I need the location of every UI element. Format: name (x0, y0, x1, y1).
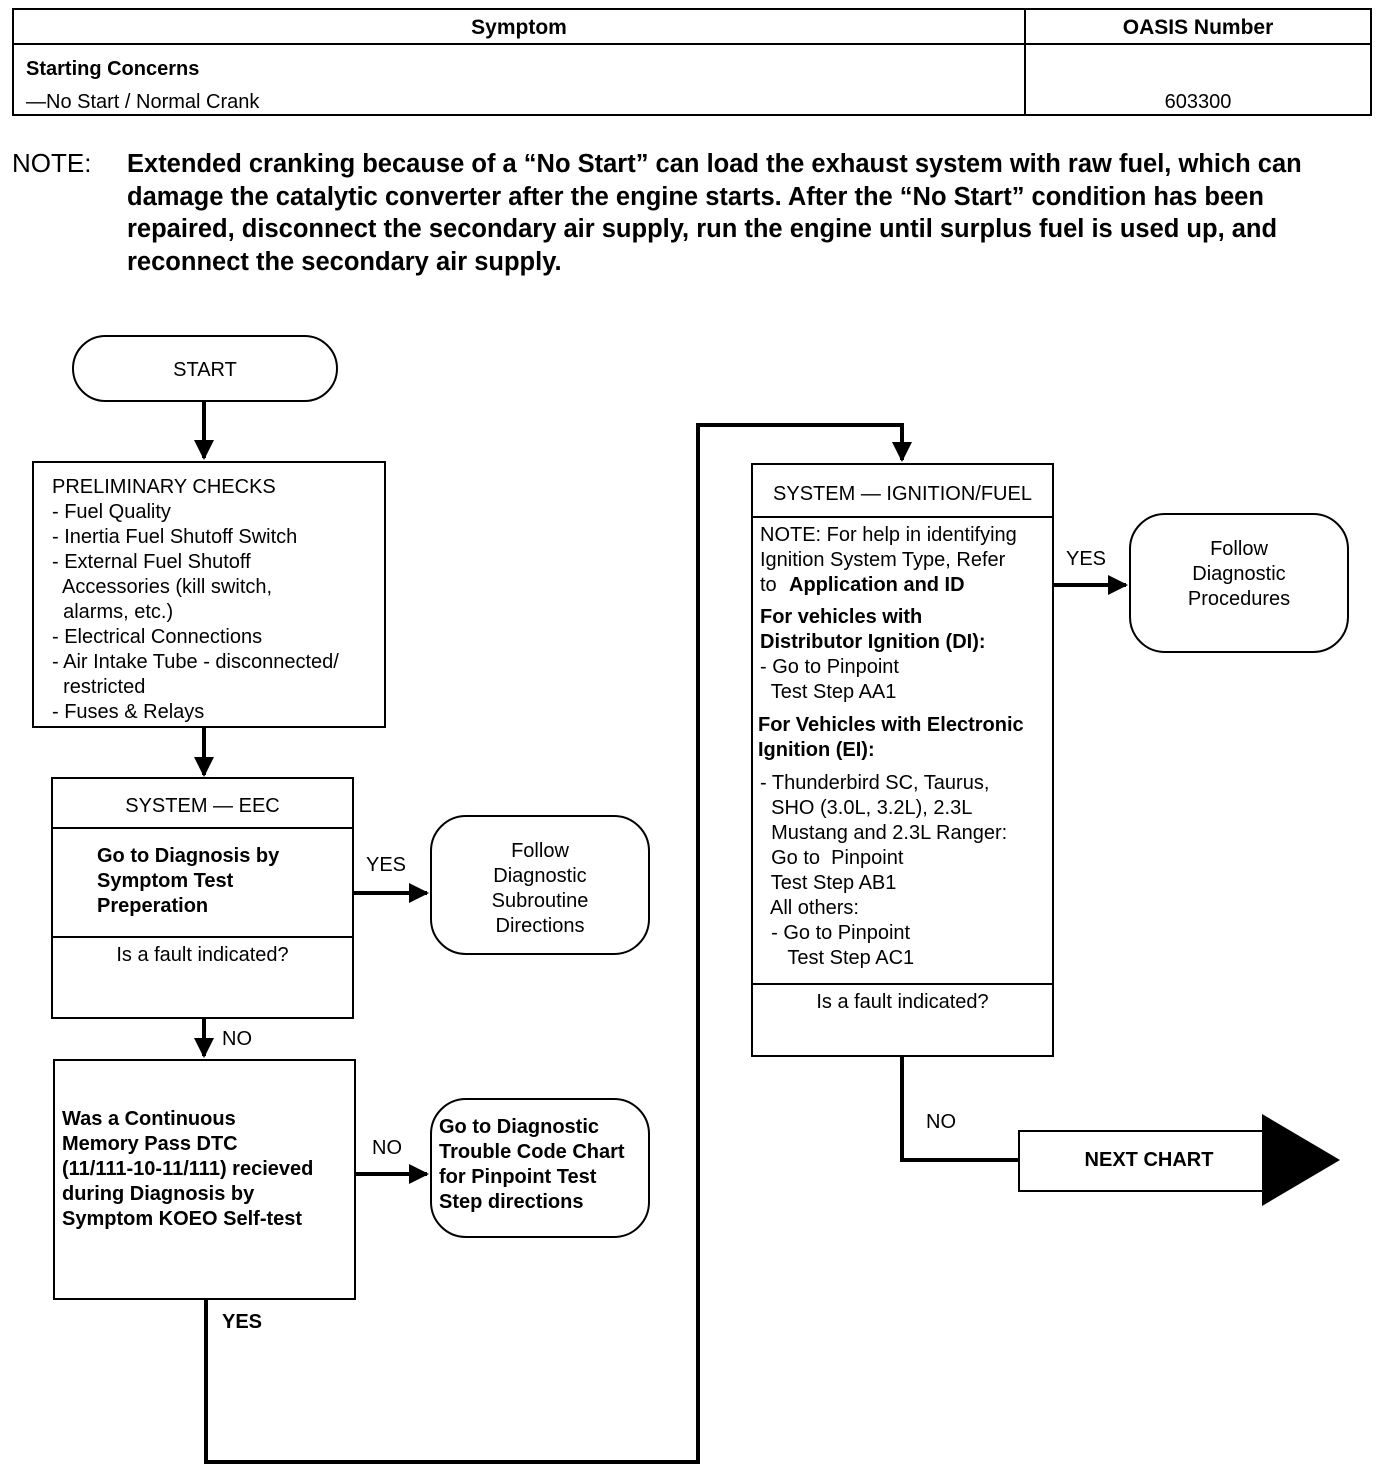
dtc-question-line: Symptom KOEO Self-test (62, 1208, 303, 1230)
header-symptom: Symptom (471, 16, 567, 39)
dtc-question-line: Was a Continuous (62, 1108, 236, 1130)
ign-body-line: Test Step AB1 (760, 872, 897, 894)
preliminary-item: - Air Intake Tube - disconnected/ (52, 651, 339, 673)
dtc-no-target-line: Go to Diagnostic (439, 1116, 599, 1138)
ign-title: SYSTEM — IGNITION/FUEL (773, 483, 1032, 505)
ign-no-label: NO (926, 1111, 956, 1133)
category-label: Starting Concerns (26, 58, 200, 80)
preliminary-item: - Electrical Connections (52, 626, 263, 648)
eec-no-label: NO (222, 1028, 252, 1050)
preliminary-item: restricted (52, 676, 146, 698)
dtc-no-label: NO (372, 1137, 402, 1159)
eec-title: SYSTEM — EEC (125, 795, 280, 817)
symptom-table: Symptom OASIS Number Starting Concerns —… (12, 8, 1372, 116)
eec-yes-target-line: Subroutine (491, 890, 589, 912)
dtc-no-target-line: Trouble Code Chart (439, 1141, 625, 1163)
ign-body-line: - Thunderbird SC, Taurus, (760, 772, 990, 794)
ign-yes-label: YES (1066, 548, 1107, 570)
note-label: NOTE: (12, 148, 92, 178)
next-chart-arrow (1018, 1114, 1340, 1206)
ign-body-line: - Go to Pinpoint (760, 656, 899, 678)
ign-body-line: For Vehicles with Electronic (758, 714, 1024, 736)
ign-yes-target-line: Procedures (1187, 588, 1291, 610)
dtc-question-line: (11/111-10-11/111) recieved (62, 1158, 314, 1180)
preliminary-item: - Fuel Quality (52, 501, 171, 523)
preliminary-title: PRELIMINARY CHECKS (52, 476, 276, 498)
preliminary-item: Accessories (kill switch, (52, 576, 273, 598)
header-oasis-number: OASIS Number (1122, 16, 1274, 39)
note-text: Extended cranking because of a “No Start… (127, 150, 1302, 276)
ign-yes-target-line: Diagnostic (1192, 563, 1286, 585)
ign-body-line: - Go to Pinpoint (760, 922, 911, 944)
eec-body-line: Preperation (97, 895, 209, 917)
eec-body-line: Go to Diagnosis by (97, 845, 280, 867)
eec-yes-target-line: Diagnostic (493, 865, 587, 887)
ign-body-line: NOTE: For help in identifying (760, 524, 1017, 546)
ign-question: Is a fault indicated? (816, 991, 989, 1013)
preliminary-item: alarms, etc.) (52, 601, 174, 623)
symptom-label: —No Start / Normal Crank (26, 91, 260, 113)
ign-body-line: Ignition (EI): (758, 739, 875, 761)
ign-body-line: All others: (760, 897, 859, 919)
ign-body-line: Distributor Ignition (DI): (760, 631, 986, 653)
line-dtc-yes-to-ignition (204, 423, 912, 1464)
preliminary-item: - External Fuel Shutoff (52, 551, 251, 573)
dtc-question-line: during Diagnosis by (62, 1183, 255, 1205)
ign-body-line: SHO (3.0L, 3.2L), 2.3L (760, 797, 973, 819)
dtc-yes-label: YES (222, 1311, 263, 1333)
ign-body-line: For vehicles with (760, 606, 923, 628)
oasis-number: 603300 (1164, 91, 1232, 113)
ign-yes-target-line: Follow (1210, 538, 1268, 560)
eec-yes-label: YES (366, 854, 407, 876)
system-ignition-fuel-box: SYSTEM — IGNITION/FUEL NOTE: For help in… (751, 463, 1054, 1057)
system-eec-box: SYSTEM — EEC Go to Diagnosis by Symptom T… (51, 777, 354, 1019)
preliminary-checks-box: PRELIMINARY CHECKS - Fuel Quality - Inert… (32, 461, 386, 728)
ign-body-line: Application and ID (789, 574, 965, 596)
dtc-no-target-line: Step directions (439, 1191, 584, 1213)
ign-body-line: Test Step AA1 (760, 681, 897, 703)
dtc-no-target-line: for Pinpoint Test (439, 1166, 597, 1188)
eec-body-line: Symptom Test (97, 870, 234, 892)
preliminary-item: - Fuses & Relays (52, 701, 205, 723)
ign-body-line: Test Step AC1 (760, 947, 915, 969)
line-ign-no (900, 1057, 1020, 1162)
ign-body-line: Go to Pinpoint (760, 847, 904, 869)
eec-question: Is a fault indicated? (116, 944, 289, 966)
preliminary-item: - Inertia Fuel Shutoff Switch (52, 526, 298, 548)
ign-body-line: Mustang and 2.3L Ranger: (760, 822, 1008, 844)
start-label: START (173, 359, 237, 381)
ign-body-line: to (760, 574, 783, 596)
dtc-question-line: Memory Pass DTC (62, 1133, 238, 1155)
start-terminal: START (72, 335, 338, 402)
ign-body-line: Ignition System Type, Refer (760, 549, 1006, 571)
eec-yes-target-line: Follow (511, 840, 569, 862)
next-chart-label[interactable]: NEXT CHART (1084, 1149, 1214, 1171)
eec-yes-target-line: Directions (495, 915, 585, 937)
